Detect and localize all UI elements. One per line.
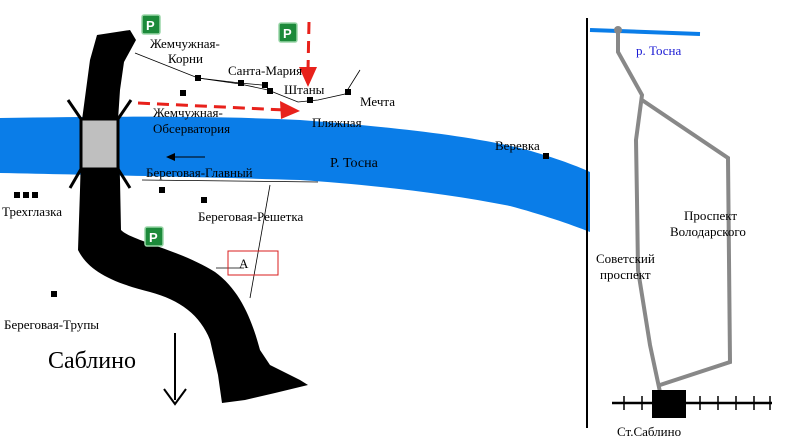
bridge — [79, 117, 120, 171]
marker-shtany — [307, 97, 313, 103]
inset-station — [652, 390, 686, 418]
label-beregovaya-trupy: Береговая-Трупы — [4, 317, 99, 332]
inset-junction — [614, 26, 622, 34]
inset-road1-label-2: Володарского — [670, 224, 746, 239]
main-road — [78, 30, 308, 403]
marker-mechta — [345, 89, 351, 95]
marker-trehglazka-3 — [32, 192, 38, 198]
parking-icon: P — [141, 14, 161, 35]
route-arrow-horizontal — [137, 101, 286, 112]
label-verevka: Веревка — [495, 138, 540, 153]
marker-obs — [180, 90, 186, 96]
marker-beregovaya-reshetka — [201, 197, 207, 203]
trail-to-area — [249, 184, 271, 299]
label-river: Р. Тосна — [330, 156, 379, 171]
river-tosna — [0, 116, 590, 232]
bridge-wing — [116, 168, 132, 189]
label-obs-2: Обсерватория — [153, 121, 230, 136]
bridge-wing — [68, 168, 83, 189]
label-mechta: Мечта — [360, 94, 395, 109]
marker-trehglazka-2 — [23, 192, 29, 198]
inset-river-label: р. Тосна — [636, 43, 682, 58]
marker-santa-maria — [238, 80, 244, 86]
label-zhemchuzhnaya-korni-1: Жемчужная- — [150, 36, 220, 51]
label-obs-1: Жемчужная- — [153, 105, 223, 120]
inset-railway-ties — [623, 396, 771, 410]
inset-road1-label-1: Проспект — [684, 208, 737, 223]
label-santa-maria: Санта-Мария — [228, 63, 302, 78]
trail-lower — [141, 179, 319, 183]
flow-arrowhead — [166, 153, 175, 161]
trail-upper-branch — [197, 77, 263, 86]
marker-zhemchuzhnaya-korni — [195, 75, 201, 81]
route-arrowhead-down — [299, 67, 317, 87]
area-box — [227, 250, 279, 276]
parking-icon: P — [278, 22, 298, 43]
label-beregovaya-reshetka: Береговая-Решетка — [198, 209, 303, 224]
inset-road2-label-1: Советский — [596, 251, 655, 266]
label-trehglazka: Трехглазка — [2, 204, 62, 219]
svg-text:P: P — [283, 26, 292, 41]
inset-road-volodarskogo — [640, 98, 733, 387]
marker-santa-maria-3 — [267, 88, 273, 94]
marker-beregovaya-trupy — [51, 291, 57, 297]
city-arrowhead — [163, 388, 187, 406]
marker-trehglazka-1 — [14, 192, 20, 198]
svg-text:P: P — [149, 230, 158, 245]
route-arrowhead-right — [280, 101, 300, 119]
bridge-wing — [66, 99, 83, 120]
label-beregovaya-glavny: Береговая-Главный — [146, 165, 253, 180]
svg-text:P: P — [146, 18, 155, 33]
label-plyazhnaya: Пляжная — [312, 115, 362, 130]
label-zhemchuzhnaya-korni-2: Корни — [168, 51, 203, 66]
inset-road2-label-2: проспект — [600, 267, 651, 282]
marker-verevka — [543, 153, 549, 159]
marker-beregovaya-glavny — [159, 187, 165, 193]
inset-station-label: Ст.Саблино — [617, 424, 681, 439]
label-shtany: Штаны — [284, 82, 325, 97]
inset-road-sovetsky — [616, 30, 662, 393]
bridge-wing — [116, 99, 133, 120]
city-label: Саблино — [48, 348, 136, 374]
inset-river — [589, 28, 701, 36]
route-arrow-vertical — [306, 21, 311, 71]
area-label: А — [239, 256, 249, 271]
parking-icon: P — [144, 226, 164, 247]
marker-santa-maria-2 — [262, 82, 268, 88]
